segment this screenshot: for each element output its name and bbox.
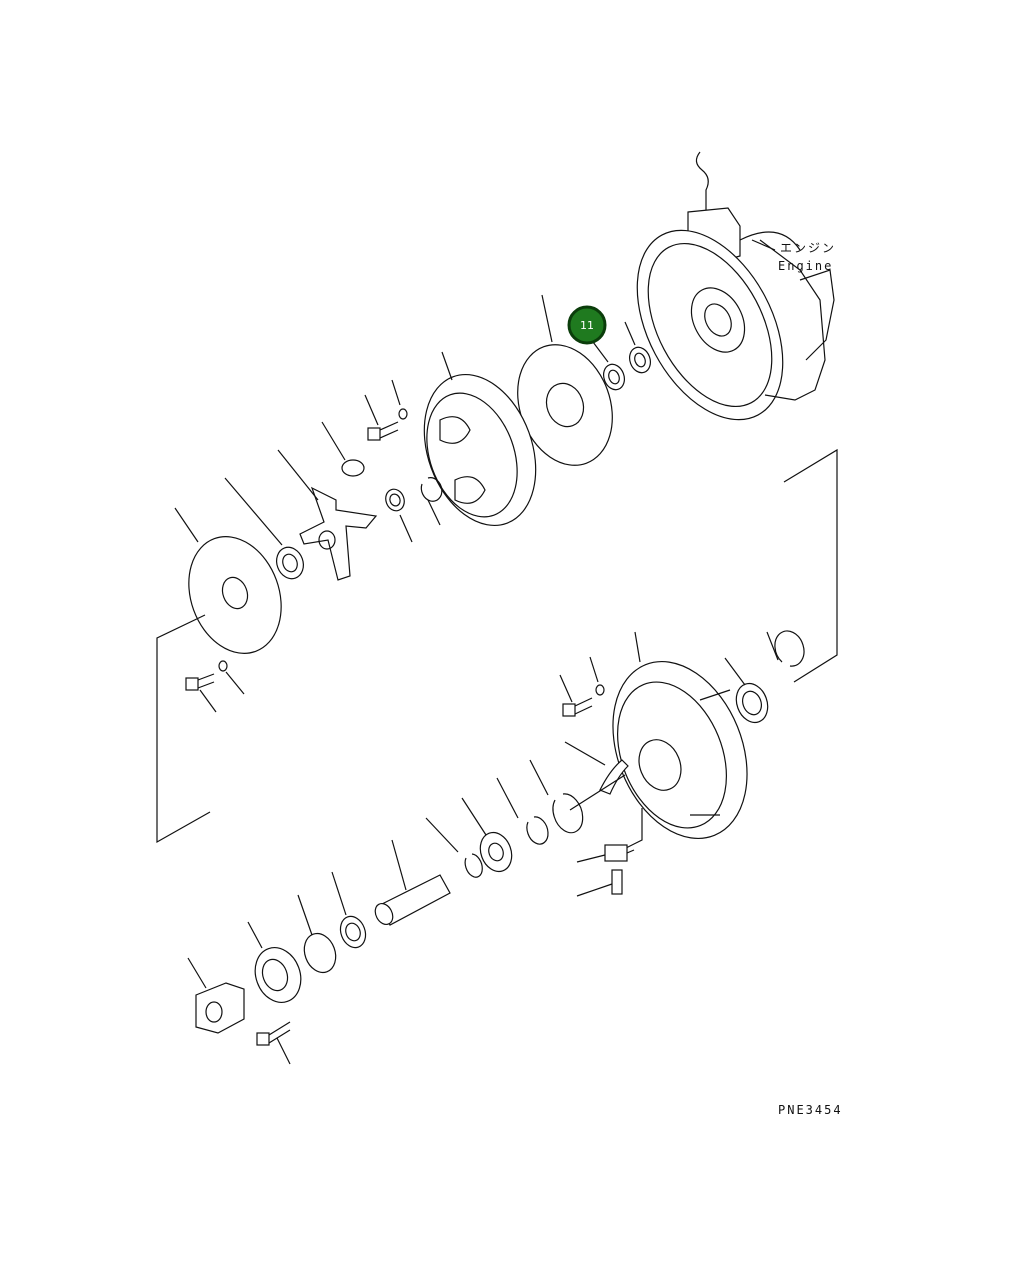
plug-fitting [576,869,623,897]
coupling-spider [277,449,378,581]
oil-seal [331,871,367,949]
output-flange [187,957,245,1034]
bracket-right [783,448,838,683]
snap-ring-mid [420,477,443,526]
snap-ring-gear [425,817,483,878]
o-ring [297,894,337,974]
washer-left [218,660,245,695]
bushing [321,421,365,477]
sensor-block [576,844,635,863]
seal-retainer [247,921,302,1003]
washer-lower [589,656,605,696]
callout-11-label: 11 [580,319,594,332]
washer-upper [391,379,408,420]
snap-ring-right [766,630,805,667]
drive-shaft [374,839,451,926]
gasket-plate [517,294,613,466]
elbow-fitting [564,741,629,795]
engine-label-jp: エンジン [780,241,836,255]
engine-housing [636,151,835,421]
seal-ring-mid [385,488,413,543]
gear [461,797,513,873]
snap-ring-small [496,777,549,845]
bracket-left [156,614,211,844]
bearing-large-left [224,477,304,580]
bearing-ring-small [624,321,651,374]
bearing-ring-right [724,657,769,724]
figure-code: PNE3454 [778,1103,843,1117]
pump-housing [423,351,537,527]
lower-housing [612,631,748,851]
bolt-flange [256,1021,291,1065]
bolt-lower [559,674,593,717]
bolt-upper [364,394,399,441]
front-cover-plate [174,507,282,654]
snap-ring-large [529,759,626,834]
bolt-left [185,673,217,713]
callout-11[interactable]: 11 [567,305,607,345]
engine-label-en: Engine [778,259,833,273]
